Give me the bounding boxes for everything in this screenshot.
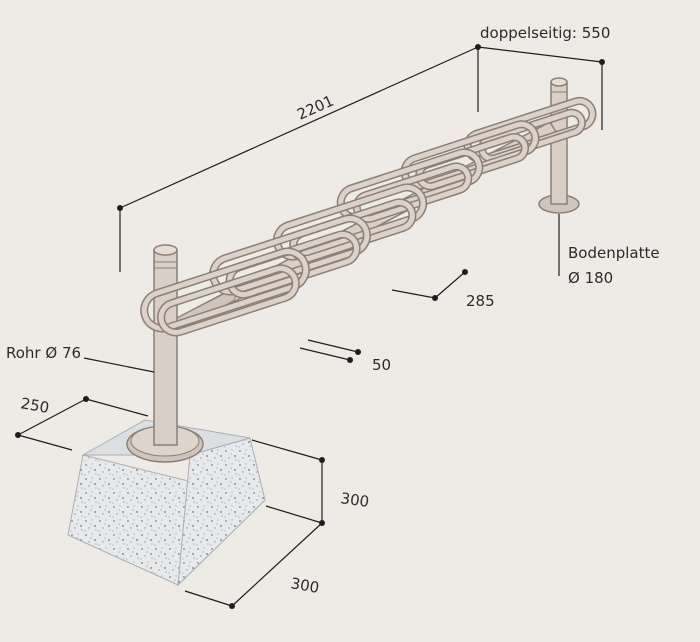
bike-loops <box>140 96 597 337</box>
dimension-labels: doppelseitig: 550 2201 Bodenplatte Ø 180… <box>6 24 660 597</box>
dimension-lines <box>15 44 605 609</box>
concrete-foundation <box>67 419 266 587</box>
label-block-height: 300 <box>339 489 370 511</box>
label-block-width: 300 <box>289 574 320 597</box>
loop-1 <box>140 247 310 337</box>
label-pipe: Rohr Ø 76 <box>6 344 81 362</box>
label-block-depth: 250 <box>19 394 50 417</box>
front-post <box>126 244 204 463</box>
label-base-plate-value: Ø 180 <box>568 269 613 287</box>
label-length: 2201 <box>294 92 336 124</box>
label-double-sided: doppelseitig: 550 <box>480 24 610 42</box>
label-base-plate-title: Bodenplatte <box>568 244 660 262</box>
label-tube-offset: 50 <box>372 356 391 374</box>
label-loop-spacing: 285 <box>466 292 495 310</box>
